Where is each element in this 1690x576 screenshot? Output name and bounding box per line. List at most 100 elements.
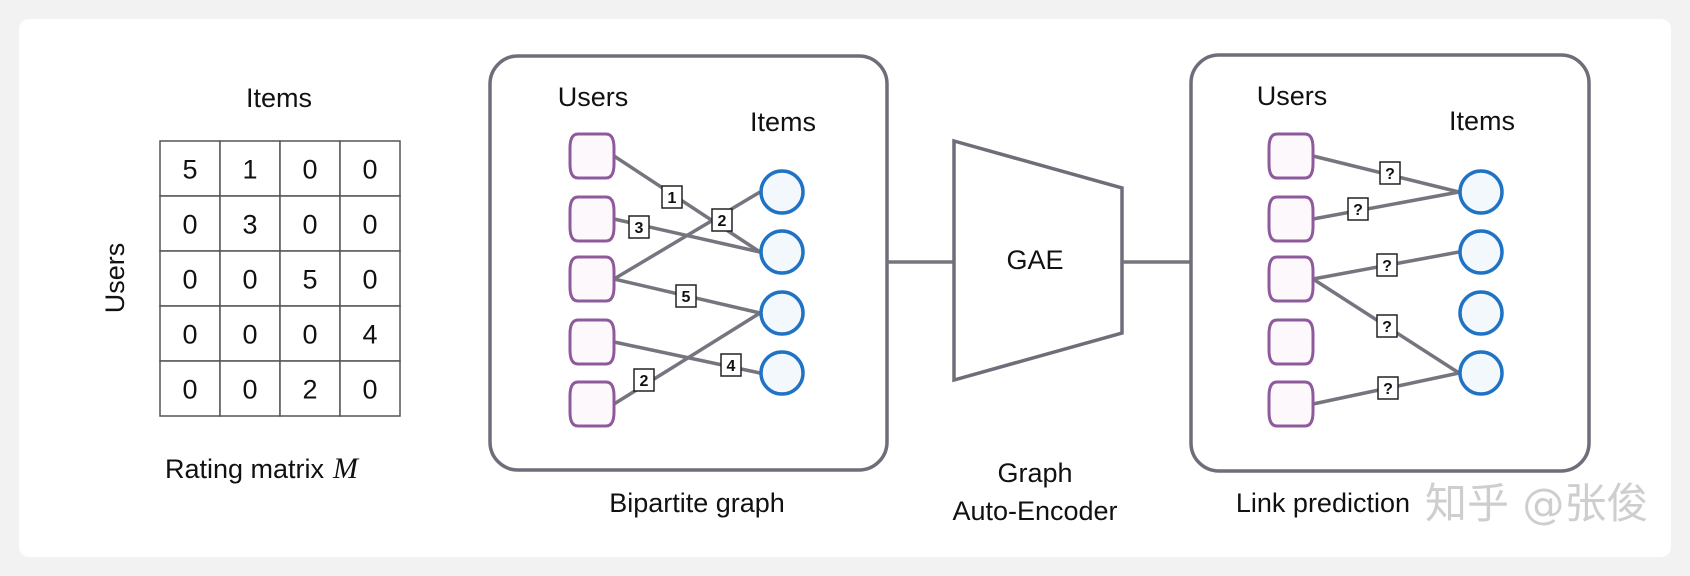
gae-label: GAE xyxy=(1006,245,1063,275)
item-node xyxy=(759,290,805,336)
link-users-label: Users xyxy=(1257,81,1328,111)
matrix-cell-value: 4 xyxy=(362,320,377,350)
user-node xyxy=(1267,132,1315,180)
edge-label-text: 4 xyxy=(727,358,736,375)
user-node xyxy=(568,380,616,428)
edge-label-text: ? xyxy=(1353,202,1363,219)
matrix-cell-value: 0 xyxy=(182,320,197,350)
matrix-cell-value: 0 xyxy=(362,375,377,405)
edge-label: ? xyxy=(1377,376,1399,400)
matrix-symbol: M xyxy=(332,452,360,485)
matrix-cell-value: 0 xyxy=(302,155,317,185)
matrix-cell-value: 0 xyxy=(242,320,257,350)
matrix-cell-value: 5 xyxy=(182,155,197,185)
matrix-cell-value: 0 xyxy=(302,210,317,240)
watermark: 知乎 @张俊 xyxy=(1425,479,1648,528)
edge-label-box xyxy=(1377,376,1399,400)
link-prediction-graph: ????? xyxy=(1267,132,1504,428)
edge-label: 3 xyxy=(628,215,650,239)
edge-label: ? xyxy=(1347,197,1369,221)
edge-label-box xyxy=(1347,197,1369,221)
edge-label: 1 xyxy=(661,185,683,209)
edge-label-box xyxy=(1379,161,1401,185)
item-node xyxy=(1458,350,1504,396)
edge-label: ? xyxy=(1376,314,1398,338)
matrix-cell xyxy=(219,305,281,362)
matrix-cell-value: 0 xyxy=(362,155,377,185)
edge-label: 5 xyxy=(675,284,697,308)
user-node xyxy=(1267,318,1315,366)
user-node xyxy=(568,132,616,180)
edge-label: 2 xyxy=(633,368,655,392)
matrix-users-label: Users xyxy=(100,243,130,314)
bipartite-items-label: Items xyxy=(750,107,816,137)
user-node xyxy=(568,318,616,366)
matrix-cell xyxy=(339,305,401,362)
gae-caption-line2: Auto-Encoder xyxy=(952,496,1117,526)
matrix-cell xyxy=(339,360,401,417)
matrix-cell-value: 5 xyxy=(302,265,317,295)
edge-label-box xyxy=(675,284,697,308)
item-node xyxy=(759,169,805,215)
bipartite-graph-box xyxy=(488,54,889,472)
edge-label-box xyxy=(628,215,650,239)
bipartite-caption: Bipartite graph xyxy=(609,488,785,518)
matrix-cell xyxy=(159,195,221,252)
matrix-cell-value: 1 xyxy=(242,155,257,185)
edge-label-box xyxy=(1376,314,1398,338)
item-node xyxy=(759,229,805,275)
matrix-caption-text: Rating matrix xyxy=(165,454,325,484)
user-node xyxy=(1267,380,1315,428)
edge-label-box xyxy=(661,185,683,209)
matrix-cell-value: 0 xyxy=(362,265,377,295)
matrix-cell-value: 0 xyxy=(302,320,317,350)
matrix-cell-value: 0 xyxy=(182,265,197,295)
matrix-cell-value: 0 xyxy=(182,375,197,405)
matrix-cell xyxy=(339,195,401,252)
bipartite-users-label: Users xyxy=(558,82,629,112)
edge-label-box xyxy=(633,368,655,392)
matrix-cell xyxy=(279,305,341,362)
edge-label-text: ? xyxy=(1383,381,1393,398)
matrix-cell xyxy=(159,360,221,417)
item-node xyxy=(759,350,805,396)
matrix-cell-value: 3 xyxy=(242,210,257,240)
edge-label: 4 xyxy=(720,353,742,377)
matrix-cell-value: 0 xyxy=(242,375,257,405)
item-node xyxy=(1458,290,1504,336)
matrix-cell-value: 2 xyxy=(302,375,317,405)
edge xyxy=(613,154,761,254)
edge xyxy=(1312,190,1460,221)
matrix-cell xyxy=(279,195,341,252)
edge-label: ? xyxy=(1376,253,1398,277)
matrix-cell xyxy=(219,140,281,197)
edge-label-box xyxy=(1376,253,1398,277)
edge-label: ? xyxy=(1379,161,1401,185)
edge-label-text: 1 xyxy=(668,190,677,207)
edge-label-box xyxy=(720,353,742,377)
gae-trapezoid xyxy=(952,138,1124,383)
link-prediction-caption: Link prediction xyxy=(1236,488,1410,518)
user-node xyxy=(1267,255,1315,303)
matrix-cell-value: 0 xyxy=(362,210,377,240)
edge-label-text: 3 xyxy=(635,220,644,237)
edge-label-text: ? xyxy=(1382,258,1392,275)
user-node xyxy=(568,255,616,303)
matrix-cell xyxy=(339,250,401,307)
matrix-cell-value: 0 xyxy=(242,265,257,295)
matrix-cell xyxy=(219,250,281,307)
matrix-cell xyxy=(339,140,401,197)
matrix-items-label: Items xyxy=(246,83,312,113)
item-node xyxy=(1458,169,1504,215)
edge-label-text: 5 xyxy=(682,289,691,306)
edge-label-box xyxy=(711,208,733,232)
matrix-cell xyxy=(219,360,281,417)
matrix-cell xyxy=(159,305,221,362)
edge-label-text: ? xyxy=(1382,319,1392,336)
user-node xyxy=(1267,195,1315,243)
item-node xyxy=(1458,229,1504,275)
